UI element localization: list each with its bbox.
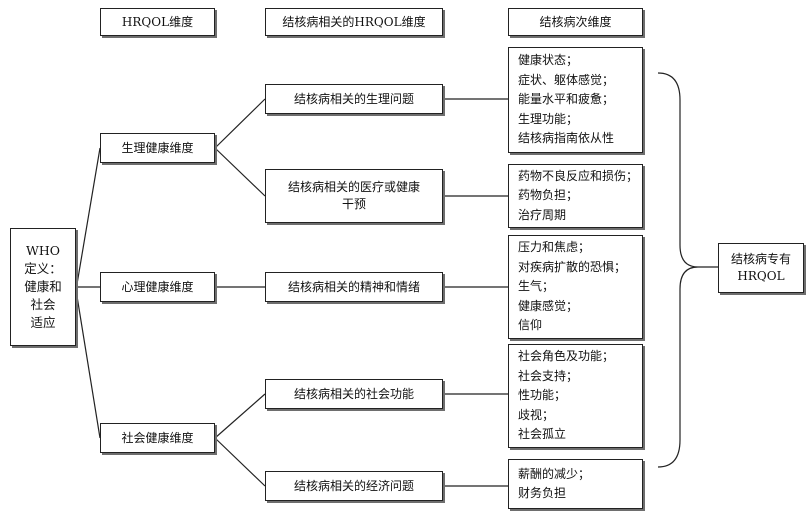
- list-item: 药物不良反应和损伤；: [518, 168, 639, 183]
- header-tb-hrqol-dimension: 结核病相关的HRQOL维度: [265, 8, 443, 36]
- list-item: 财务负担: [518, 486, 567, 500]
- list-item: 生理功能；: [518, 111, 579, 126]
- list-item: 药物负担；: [518, 188, 579, 203]
- tb-physical-problems: 结核病相关的生理问题: [265, 84, 443, 114]
- connector-physical-intervention: [214, 147, 266, 197]
- list-item: 性功能；: [518, 388, 567, 403]
- sub-economic-problems-list: 薪酬的减少； 财务负担: [508, 459, 643, 509]
- header-tb-sub-dimension: 结核病次维度: [508, 8, 643, 36]
- list-item: 薪酬的减少；: [518, 466, 591, 481]
- tb-mental-emotion: 结核病相关的精神和情绪: [265, 272, 443, 302]
- list-item: 社会角色及功能；: [518, 349, 615, 364]
- sub-mental-emotion-list: 压力和焦虑； 对疾病扩散的恐惧； 生气； 健康感觉； 信仰: [508, 235, 643, 339]
- who-definition-box: WHO 定义： 健康和 社会 适应: [10, 228, 76, 346]
- tb-economic-problems: 结核病相关的经济问题: [265, 471, 443, 501]
- list-item: 歧视；: [518, 407, 555, 422]
- connector-who-physical: [75, 147, 101, 291]
- header-hrqol-dimension: HRQOL维度: [100, 8, 215, 36]
- tb-medical-intervention: 结核病相关的医疗或健康 干预: [265, 169, 443, 223]
- physical-health-dimension: 生理健康维度: [100, 133, 215, 163]
- psychological-health-dimension: 心理健康维度: [100, 272, 215, 302]
- list-item: 压力和焦虑；: [518, 240, 591, 255]
- list-item: 信仰: [518, 318, 543, 333]
- tb-social-function: 结核病相关的社会功能: [265, 379, 443, 409]
- sub-social-function-list: 社会角色及功能； 社会支持； 性功能； 歧视； 社会孤立: [508, 344, 643, 448]
- connector-physical-problems: [214, 98, 266, 149]
- list-item: 症状、躯体感觉；: [518, 72, 615, 87]
- list-item: 能量水平和疲惫；: [518, 92, 615, 107]
- sub-physical-problems-list: 健康状态； 症状、躯体感觉； 能量水平和疲惫； 生理功能； 结核病指南依从性: [508, 47, 643, 153]
- list-item: 生气；: [518, 279, 555, 294]
- tb-specific-hrqol-box: 结核病专有 HRQOL: [718, 243, 804, 293]
- list-item: 治疗周期: [518, 207, 567, 222]
- connector-who-social: [75, 289, 101, 439]
- right-curly-brace: [657, 72, 699, 468]
- list-item: 社会支持；: [518, 368, 579, 383]
- list-item: 结核病指南依从性: [518, 131, 615, 146]
- list-item: 社会孤立: [518, 427, 567, 442]
- list-item: 对疾病扩散的恐惧；: [518, 259, 627, 274]
- connector-social-function: [214, 393, 266, 439]
- social-health-dimension: 社会健康维度: [100, 423, 215, 453]
- sub-medical-intervention-list: 药物不良反应和损伤； 药物负担； 治疗周期: [508, 164, 643, 228]
- list-item: 健康感觉；: [518, 298, 579, 313]
- connector-social-economic: [214, 437, 266, 487]
- list-item: 健康状态；: [518, 53, 579, 68]
